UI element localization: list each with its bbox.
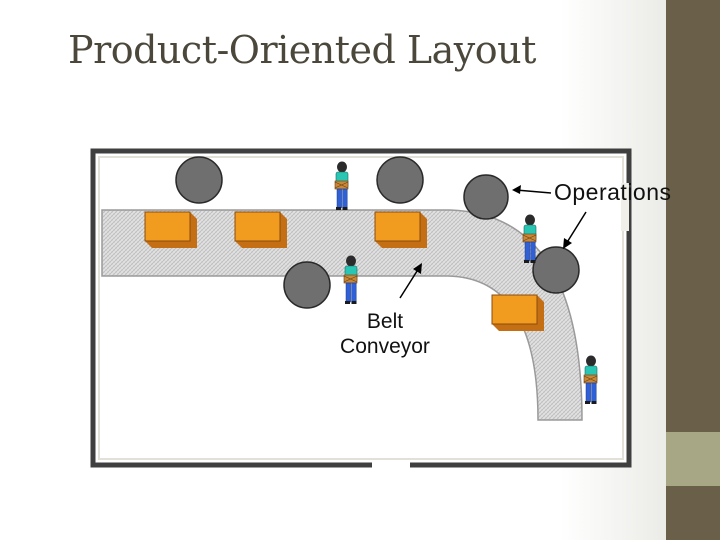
operation-station xyxy=(532,246,580,294)
operations-arrow xyxy=(563,211,587,249)
conveyor-belt xyxy=(101,209,583,421)
belt-label-line-1: Belt xyxy=(366,310,404,333)
belt-conveyor-label: Belt Conveyor xyxy=(330,309,440,359)
workstation xyxy=(374,211,427,248)
workstation xyxy=(491,294,544,331)
side-accent-block xyxy=(666,432,720,486)
belt-label-line-2: Conveyor xyxy=(340,335,430,359)
floor-door-gap xyxy=(372,460,410,469)
workstation xyxy=(144,211,197,248)
operation-station xyxy=(175,156,223,204)
operation-station xyxy=(463,174,509,220)
operations-label: Operations xyxy=(554,179,672,205)
operations-arrow xyxy=(512,185,552,194)
floor-window xyxy=(621,183,629,231)
floor-inner-edge xyxy=(98,156,624,460)
operation-station xyxy=(283,261,331,309)
workstation xyxy=(234,211,287,248)
operation-station xyxy=(376,156,424,204)
belt-arrow xyxy=(399,263,422,299)
slide-title: Product-Oriented Layout xyxy=(68,28,536,72)
